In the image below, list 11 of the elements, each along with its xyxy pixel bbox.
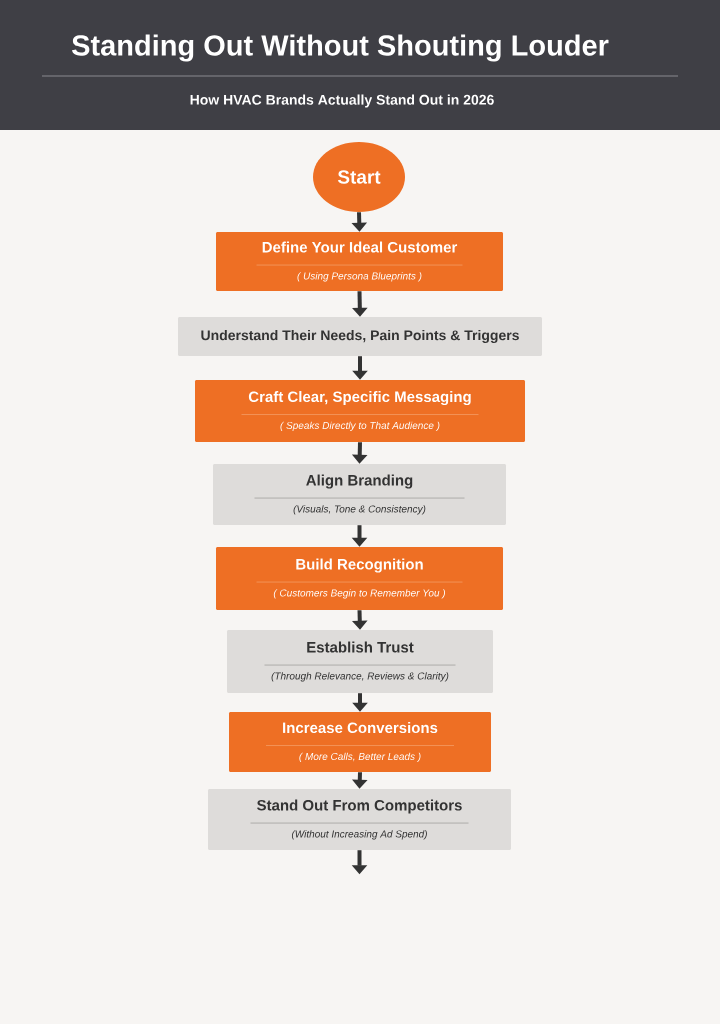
- title: Standing Out Without Shouting Louder: [71, 34, 609, 62]
- process-box: Establish Trust (Through Relevance, Reviews & Clarity): [227, 630, 493, 693]
- process-box: Build Recognition ( Customers Begin to Remember You ): [216, 547, 503, 610]
- subtitle: How HVAC Brands Actually Stand Out in 2026: [190, 94, 494, 108]
- process-box: Define Your Ideal Customer ( Using Persona Blueprints ): [216, 232, 503, 291]
- process-box: Craft Clear, Specific Messaging ( Speaks Directly to That Audience ): [195, 380, 525, 442]
- start-oval: Start: [313, 142, 405, 212]
- process-box: Stand Out From Competitors (Without Increasing Ad Spend): [208, 789, 511, 850]
- process-box: Understand Their Needs, Pain Points & Triggers: [178, 317, 542, 356]
- process-box: Align Branding (Visuals, Tone & Consistency): [213, 464, 506, 525]
- process-box: Increase Conversions ( More Calls, Better Leads ): [229, 712, 491, 772]
